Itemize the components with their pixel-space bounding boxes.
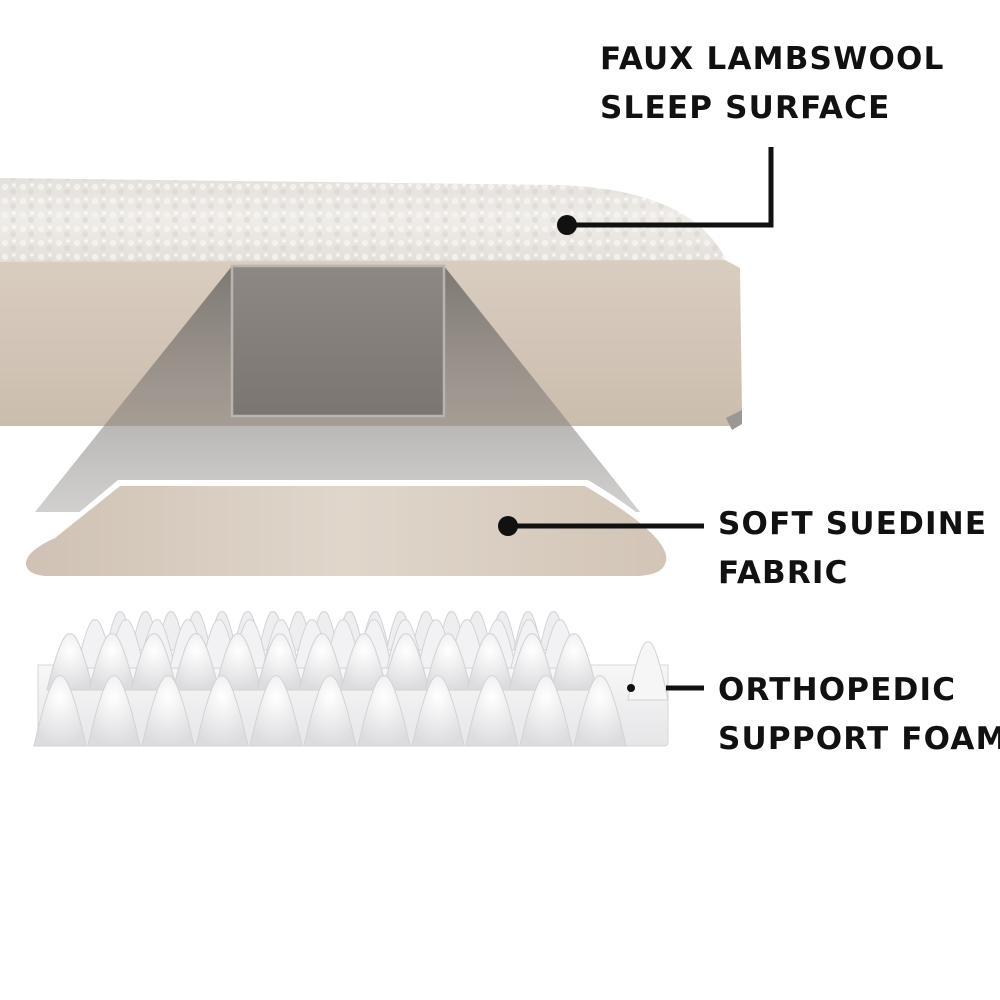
callout-foam-pointer xyxy=(627,684,704,692)
foam-peak xyxy=(550,633,598,691)
foam-peak xyxy=(303,675,357,747)
foam-peak xyxy=(141,675,195,747)
callout-label-lambswool: FAUX LAMBSWOOL SLEEP SURFACE xyxy=(600,35,945,133)
callout-line: SLEEP SURFACE xyxy=(600,90,891,126)
foam-peak xyxy=(172,633,220,691)
foam-peak xyxy=(33,675,87,747)
foam-peak xyxy=(298,633,346,691)
foam-peak xyxy=(214,633,262,691)
foam-peak xyxy=(340,633,388,691)
callout-lambswool-pointer xyxy=(557,147,774,235)
callout-line: ORTHOPEDIC xyxy=(718,672,957,708)
foam-peak xyxy=(465,675,519,747)
callout-label-foam: ORTHOPEDIC SUPPORT FOAM xyxy=(718,666,1000,764)
foam-peak xyxy=(256,633,304,691)
callout-label-suedine: SOFT SUEDINE FABRIC xyxy=(718,500,987,598)
foam-peak xyxy=(382,633,430,691)
lambswool-top-layer xyxy=(0,178,725,264)
foam-peak xyxy=(88,633,136,691)
foam-peak xyxy=(466,633,514,691)
callout-line: FAUX LAMBSWOOL xyxy=(600,41,945,77)
foam-peak xyxy=(357,675,411,747)
callout-line: FABRIC xyxy=(718,555,849,591)
callout-line: SOFT SUEDINE xyxy=(718,506,988,542)
foam-peak xyxy=(411,675,465,747)
callout-suedine-pointer xyxy=(498,516,704,536)
foam-peak xyxy=(87,675,141,747)
foam-peak xyxy=(195,675,249,747)
zoom-window xyxy=(230,264,446,418)
foam-peak xyxy=(573,675,627,747)
callout-line: SUPPORT FOAM xyxy=(718,721,1000,757)
egg-crate-foam xyxy=(33,611,669,747)
foam-peak xyxy=(249,675,303,747)
foam-peak xyxy=(627,641,669,701)
foam-peak xyxy=(519,675,573,747)
suedine-slab xyxy=(19,480,673,580)
